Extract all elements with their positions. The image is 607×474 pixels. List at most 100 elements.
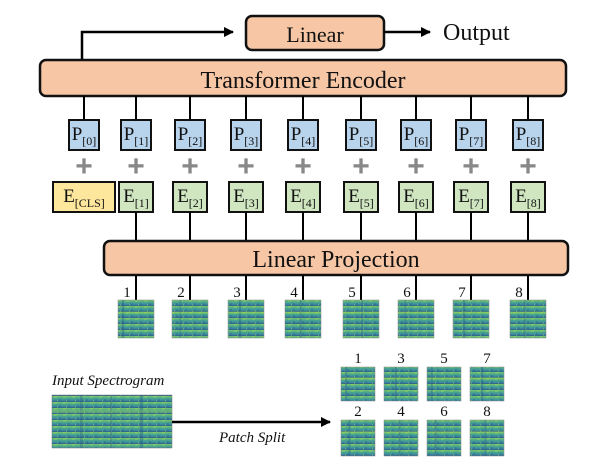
plus-icon: + [127,150,145,183]
patch-number: 4 [290,285,298,301]
plus-icon: + [519,150,537,183]
patch-embedding-box [118,181,154,213]
position-embedding-box [287,119,319,151]
plus-icon: + [352,150,370,183]
patch-split-label: Patch Split [218,430,286,446]
token-column: P[4]+E[4] [285,96,321,241]
token-column: P[6]+ E[6] [398,96,434,241]
grid-patch-spectrogram [426,366,462,402]
plus-icon: + [462,150,480,183]
grid-patch-number: 2 [354,404,362,420]
grid-patch-spectrogram [340,419,376,457]
patch-embedding-box [398,181,434,213]
grid-patch: 8 [469,404,505,457]
grid-patch-spectrogram [469,419,505,457]
position-embedding-box [230,119,262,151]
patch-number: 7 [458,285,466,301]
plus-icon: + [294,150,312,183]
token-column: P[8]+ E[8] [510,96,546,241]
grid-patch-number: 3 [397,351,405,367]
input-patch: 1 [117,275,155,339]
position-embedding-label: P[8] [516,124,541,148]
token-column: P[1]+E[1] [118,96,154,241]
patch-embedding-label: E[7] [458,186,484,210]
position-embedding-label: P[3] [234,124,259,148]
plus-icon: + [181,150,199,183]
grid-patch: 6 [426,404,462,457]
patch-number: 8 [515,285,523,301]
grid-patch-number: 6 [440,404,448,420]
plus-icon: + [75,150,93,183]
plus-icon: + [237,150,255,183]
linear-label: Linear [286,22,344,47]
token-column: P[2]+E[2] [172,96,208,241]
cls-token-embedding-box [52,181,116,213]
plus-icon: + [407,150,425,183]
grid-patch: 5 [426,351,462,402]
grid-patch-spectrogram [340,366,376,402]
linear-box: Linear [244,14,386,52]
grid-patch-number: 5 [440,351,448,367]
token-column: P[0]+ E[CLS] [52,96,116,213]
input-patch: 6 [397,275,435,339]
patch-embedding-label: E[2] [177,186,203,210]
patch-number: 5 [348,285,356,301]
patch-embedding-box [285,181,321,213]
grid-patch-spectrogram [383,366,419,402]
patch-spectrogram [227,299,265,339]
grid-patch-number: 8 [483,404,491,420]
position-embedding-box [455,119,487,151]
grid-patch-number: 7 [483,351,491,367]
position-embedding-box [174,119,206,151]
patch-spectrogram [171,299,209,339]
transformer-encoder-label: Transformer Encoder [200,68,405,94]
input-patch: 2 [171,275,209,339]
position-embedding-label: P[5] [349,124,374,148]
grid-patch: 4 [383,404,419,457]
position-embedding-label: P[1] [124,124,149,148]
position-embedding-label: P[4] [291,124,316,148]
grid-patch-spectrogram [383,419,419,457]
position-embedding-label: P[6] [404,124,429,148]
patch-number: 2 [177,285,185,301]
input-patch: 8 [509,275,547,339]
grid-patch-spectrogram [426,419,462,457]
patch-spectrogram [117,299,155,339]
token-column: P[5]+ E[5] [343,96,379,241]
input-spectrogram [51,394,173,449]
position-embedding-box [68,119,100,151]
input-patch: 5 [342,275,380,339]
patch-embedding-box [453,181,489,213]
patch-number: 6 [403,285,411,301]
output-label: Output [443,20,510,46]
patch-embedding-label: E[6] [403,186,429,210]
patch-spectrogram [452,299,490,339]
patch-embedding-label: E[8] [515,186,541,210]
linear-projection-label: Linear Projection [252,247,419,273]
transformer-encoder-box: Transformer Encoder [38,58,568,98]
patch-spectrogram [342,299,380,339]
patch-spectrogram [397,299,435,339]
patch-spectrogram [284,299,322,339]
input-patch: 7 [452,275,490,339]
position-embedding-box [345,119,377,151]
position-embedding-box [400,119,432,151]
patch-grid: 1 3 5 7 2 4 6 8 [340,351,505,457]
patch-spectrogram [509,299,547,339]
patch-embedding-label: E[3] [233,186,259,210]
input-spectrogram-label: Input Spectrogram [51,373,165,389]
grid-patch: 7 [469,351,505,402]
token-column: P[7]+ E[7] [453,96,489,241]
cls-token-embedding-label: E[CLS] [63,186,105,210]
grid-patch-number: 1 [354,351,362,367]
grid-patch: 3 [383,351,419,402]
position-embedding-label: P[0] [72,124,97,148]
grid-patch: 2 [340,404,376,457]
position-embedding-label: P[7] [459,124,484,148]
patch-number: 3 [233,285,241,301]
patch-embedding-label: E[5] [348,186,374,210]
linear-projection-box: Linear Projection [102,239,570,277]
input-patch: 3 [227,275,265,339]
cls-to-linear-arrow [80,27,234,60]
